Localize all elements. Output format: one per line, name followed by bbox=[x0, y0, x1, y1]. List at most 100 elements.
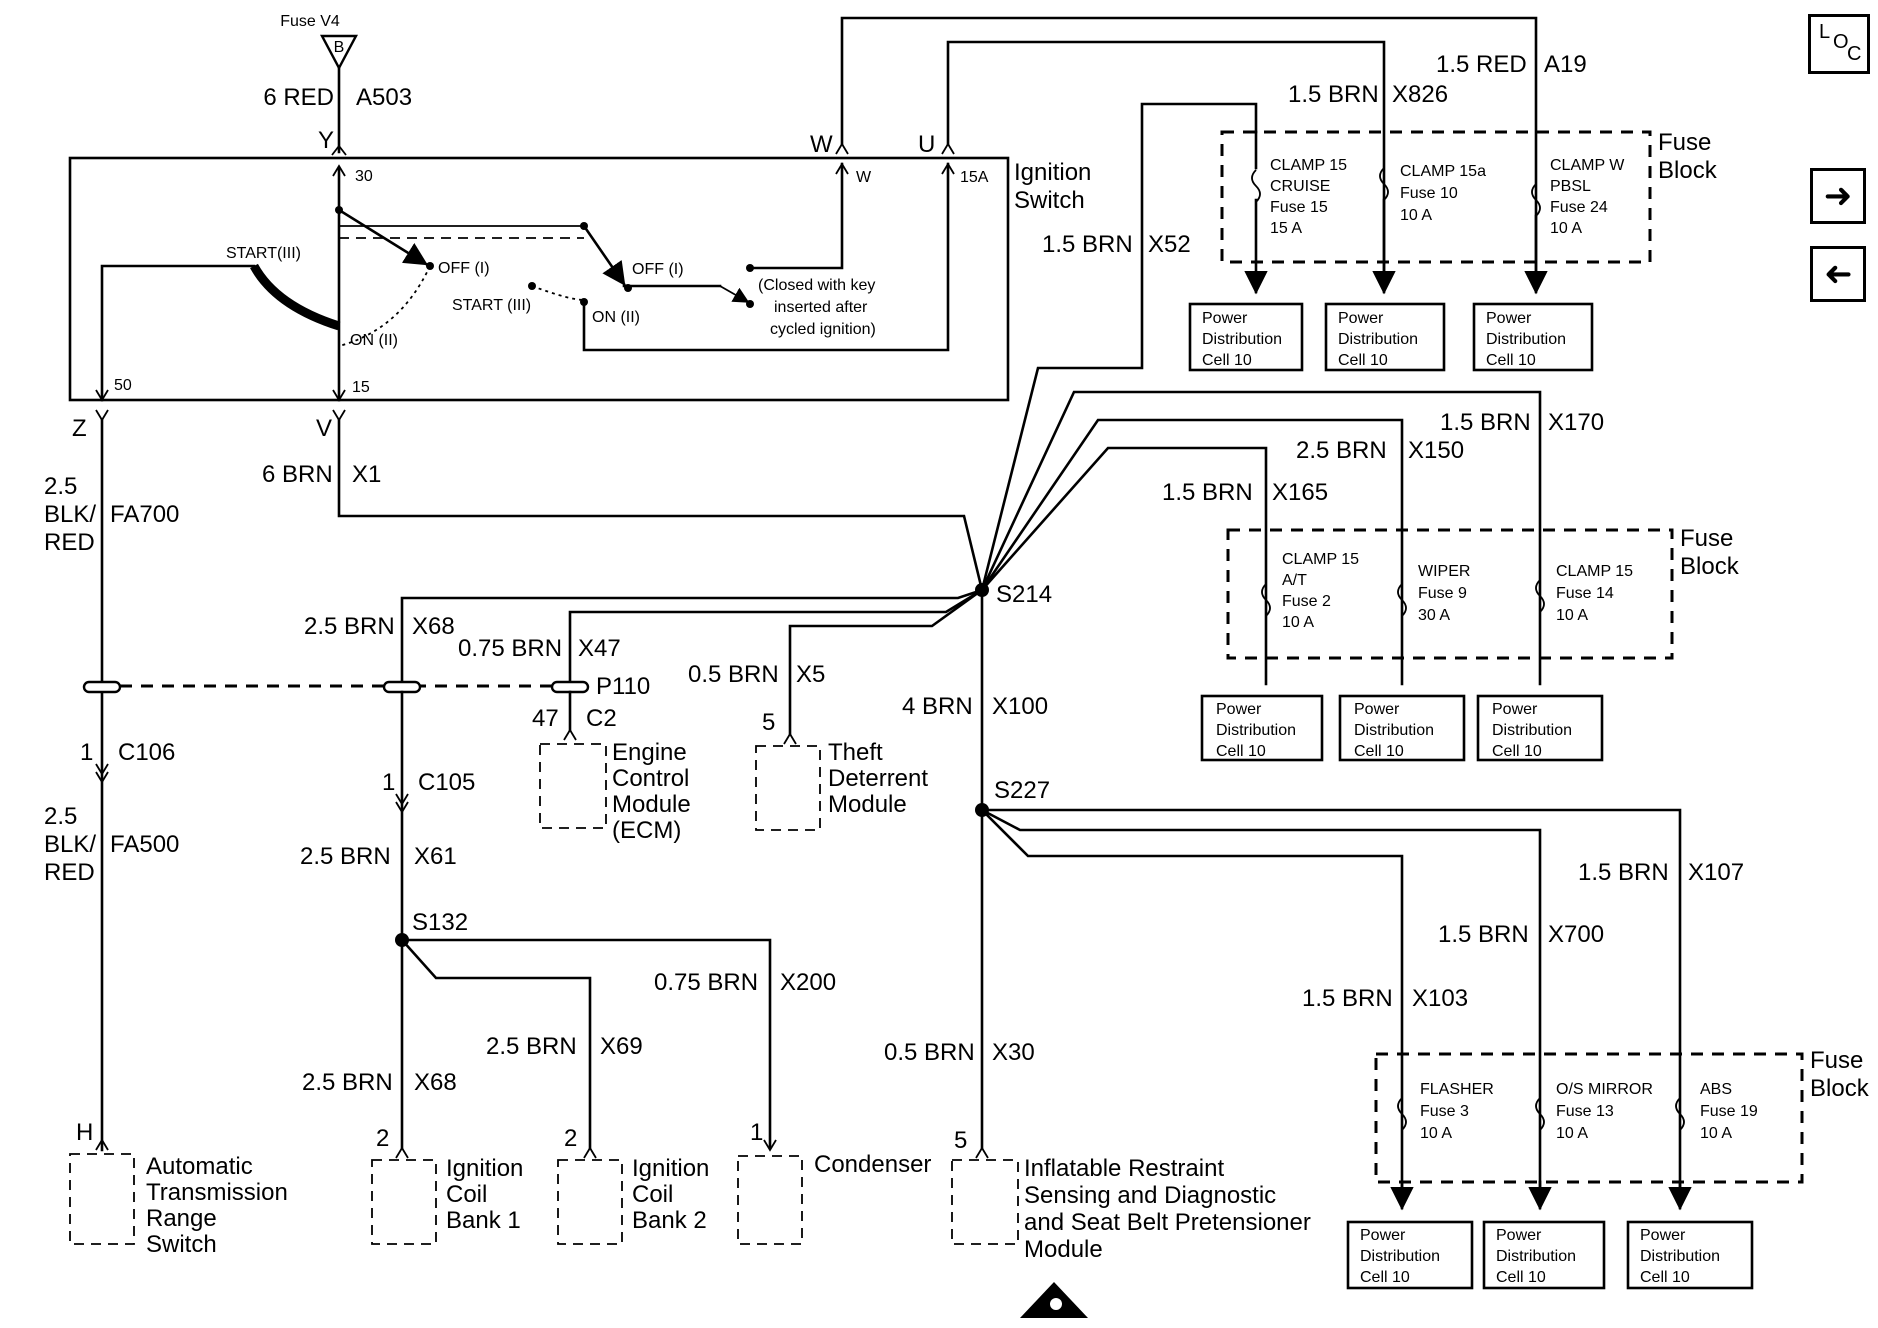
wire-x100-gauge: 4 BRN bbox=[902, 693, 973, 720]
wire-x103 bbox=[980, 808, 1404, 1208]
wire-x68-top bbox=[400, 588, 984, 686]
trans-switch-label: Automatic bbox=[146, 1153, 253, 1180]
wire-x700 bbox=[980, 808, 1542, 1208]
connector-u: U bbox=[918, 131, 935, 158]
pd-label: Cell 10 bbox=[1640, 1269, 1690, 1286]
fuse-label: PBSL bbox=[1550, 178, 1591, 195]
fuse-label: 10 A bbox=[1556, 1125, 1588, 1142]
fuse-label: WIPER bbox=[1418, 563, 1470, 580]
pd-rect bbox=[1200, 694, 1324, 762]
ecm-label: Engine bbox=[612, 739, 687, 766]
connector-h-icon bbox=[95, 1138, 109, 1151]
connector-z-icon bbox=[95, 409, 109, 422]
off-label-1: OFF (I) bbox=[438, 260, 490, 277]
terminal-15a-label: 15A bbox=[960, 169, 989, 186]
wire-fa700-gauge-2: BLK/ bbox=[44, 501, 96, 528]
fuse-block-3-title: Fuse bbox=[1810, 1047, 1863, 1074]
terminal-w-label: W bbox=[856, 169, 872, 186]
wire-x170-gauge: 1.5 BRN bbox=[1440, 409, 1531, 436]
pd-label: Power bbox=[1640, 1227, 1686, 1244]
locator-button[interactable]: L O C bbox=[1808, 14, 1870, 74]
start-feed bbox=[100, 264, 256, 402]
fuse-label: 15 A bbox=[1270, 220, 1302, 237]
wire-a19 bbox=[840, 16, 1538, 292]
coil1-label: Coil bbox=[446, 1181, 487, 1208]
wire-x69-circuit: X69 bbox=[600, 1033, 643, 1060]
arrow-right-icon: ➜ bbox=[1823, 176, 1853, 216]
pd-rect bbox=[1482, 1220, 1606, 1290]
wire-x103-gauge: 1.5 BRN bbox=[1302, 985, 1393, 1012]
fuse-label: Fuse 15 bbox=[1270, 199, 1328, 216]
key-note-2: inserted after bbox=[774, 299, 868, 316]
start-arc bbox=[250, 263, 341, 331]
fuse-icon bbox=[1531, 183, 1541, 217]
pd-label: Cell 10 bbox=[1354, 743, 1404, 760]
terminal-50-label: 50 bbox=[114, 377, 132, 394]
wire-x68-top-gauge: 2.5 BRN bbox=[304, 613, 395, 640]
power-distribution-box: Power Distribution Cell 10 bbox=[1346, 1220, 1474, 1290]
fuse-clamp-15-14: CLAMP 15 Fuse 14 10 A bbox=[1535, 563, 1633, 624]
sdm-label: Module bbox=[1024, 1236, 1103, 1263]
fuse-label: CRUISE bbox=[1270, 178, 1330, 195]
connector-w: W bbox=[810, 131, 833, 158]
pd-rect bbox=[1324, 302, 1446, 372]
wire-x700-circuit: X700 bbox=[1548, 921, 1604, 948]
wire-x150 bbox=[980, 418, 1404, 686]
sdm-label: Sensing and Diagnostic bbox=[1024, 1182, 1276, 1209]
power-distribution-box: Power Distribution Cell 10 bbox=[1338, 694, 1466, 762]
fuse-block-3 bbox=[1374, 1052, 1804, 1184]
pd-label: Cell 10 bbox=[1202, 352, 1252, 369]
switch-arc-off-on bbox=[338, 265, 431, 347]
terminal-15a-internal bbox=[582, 162, 950, 352]
trans-switch-label: Range bbox=[146, 1205, 217, 1232]
sdm-label: Inflatable Restraint bbox=[1024, 1155, 1224, 1182]
locator-icon: L O C bbox=[1811, 17, 1867, 71]
pd-rect bbox=[1338, 694, 1466, 762]
connector-v-icon bbox=[332, 409, 346, 422]
pd-label: Cell 10 bbox=[1338, 352, 1388, 369]
wire-x700-gauge: 1.5 BRN bbox=[1438, 921, 1529, 948]
ignition-switch-box bbox=[68, 156, 1010, 402]
fuse-icon bbox=[1397, 583, 1407, 617]
pd-label: Distribution bbox=[1338, 331, 1418, 348]
terminal-30-arrow-icon bbox=[332, 164, 346, 177]
wire-x69-gauge: 2.5 BRN bbox=[486, 1033, 577, 1060]
fuse-v4: Fuse V4 B bbox=[280, 13, 358, 71]
wire-a503-circuit: A503 bbox=[356, 84, 412, 111]
c106-arrow-icon bbox=[95, 763, 109, 784]
splice-s214-label: S214 bbox=[996, 581, 1052, 608]
pd-label: Distribution bbox=[1640, 1248, 1720, 1265]
wire-x170 bbox=[980, 390, 1542, 686]
wire-x1-circuit: X1 bbox=[352, 461, 381, 488]
pd-label: Cell 10 bbox=[1216, 743, 1266, 760]
fuse-label: 10 A bbox=[1700, 1125, 1732, 1142]
pd-rect bbox=[1472, 302, 1594, 372]
wire-x68-bot-circuit: X68 bbox=[414, 1069, 457, 1096]
wire-x100-circuit: X100 bbox=[992, 693, 1048, 720]
fuse-block-2-title-2: Block bbox=[1680, 553, 1740, 580]
fuse-block-3-title-2: Block bbox=[1810, 1075, 1870, 1102]
previous-page-button[interactable]: ➜ bbox=[1810, 246, 1866, 302]
pd-label: Distribution bbox=[1354, 722, 1434, 739]
ignition-coil-bank-2-box bbox=[557, 1159, 623, 1245]
fuse-triangle-icon bbox=[320, 34, 358, 71]
wire-x47-gauge: 0.75 BRN bbox=[458, 635, 562, 662]
switch-arm-1 bbox=[337, 208, 428, 266]
wire-x1-gauge: 6 BRN bbox=[262, 461, 333, 488]
connector-c105-shape bbox=[382, 680, 422, 694]
wire-x170-circuit: X170 bbox=[1548, 409, 1604, 436]
power-distribution-box: Power Distribution Cell 10 bbox=[1200, 694, 1324, 762]
pd-label: Cell 10 bbox=[1496, 1269, 1546, 1286]
fuse-block-1-title-2: Block bbox=[1658, 157, 1718, 184]
wire-x826-circuit: X826 bbox=[1392, 81, 1448, 108]
wire-fa700-gauge-1: 2.5 bbox=[44, 473, 77, 500]
wire-x150-gauge: 2.5 BRN bbox=[1296, 437, 1387, 464]
key-contact-bottom bbox=[746, 300, 754, 308]
c106-pin: 1 bbox=[80, 739, 93, 766]
pd-label: Power bbox=[1496, 1227, 1542, 1244]
fuse-wiper: WIPER Fuse 9 30 A bbox=[1397, 563, 1470, 624]
pd-label: Power bbox=[1354, 701, 1400, 718]
next-page-button[interactable]: ➜ bbox=[1810, 168, 1866, 224]
fuse-v4-label: Fuse V4 bbox=[280, 13, 340, 30]
sdm-label: and Seat Belt Pretensioner bbox=[1024, 1209, 1311, 1236]
